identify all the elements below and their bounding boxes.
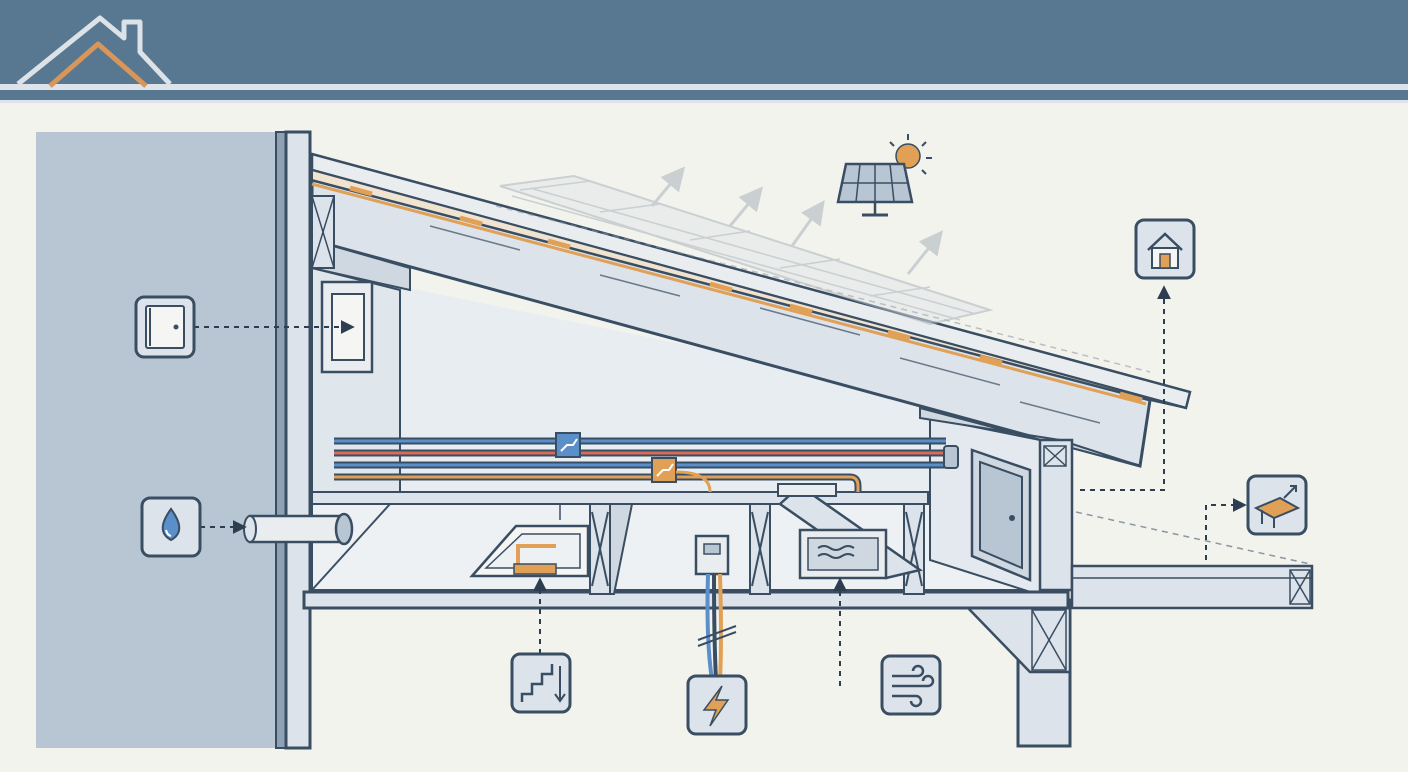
roof-assembly [310,152,1192,468]
house-outline-icon [16,15,172,88]
header-banner [0,0,1408,103]
house-icon [1134,218,1196,280]
service-pipes [334,432,959,493]
access-door-icon [134,295,196,359]
solar-panel-icon [836,134,932,217]
callout-connectors [194,285,1247,686]
eave-board-icon [1246,474,1308,536]
solar-array-ghost [495,166,1151,373]
junction-box-blue [555,432,581,458]
ventilation-duct [777,483,924,580]
ceiling-joist [302,590,1070,610]
stairs-icon [510,652,572,714]
exterior-wall [36,130,312,750]
airflow-icon [880,654,942,716]
gable-door [970,448,1032,582]
lightning-bolt-icon [686,674,748,736]
plumbing-vent-pipe [243,512,354,546]
attic-stair-hatch [469,524,590,578]
junction-box-orange [651,457,677,483]
water-drop-icon [140,496,202,558]
electrical-cable-bundle [694,534,737,681]
gable-wall-structure [965,438,1314,748]
